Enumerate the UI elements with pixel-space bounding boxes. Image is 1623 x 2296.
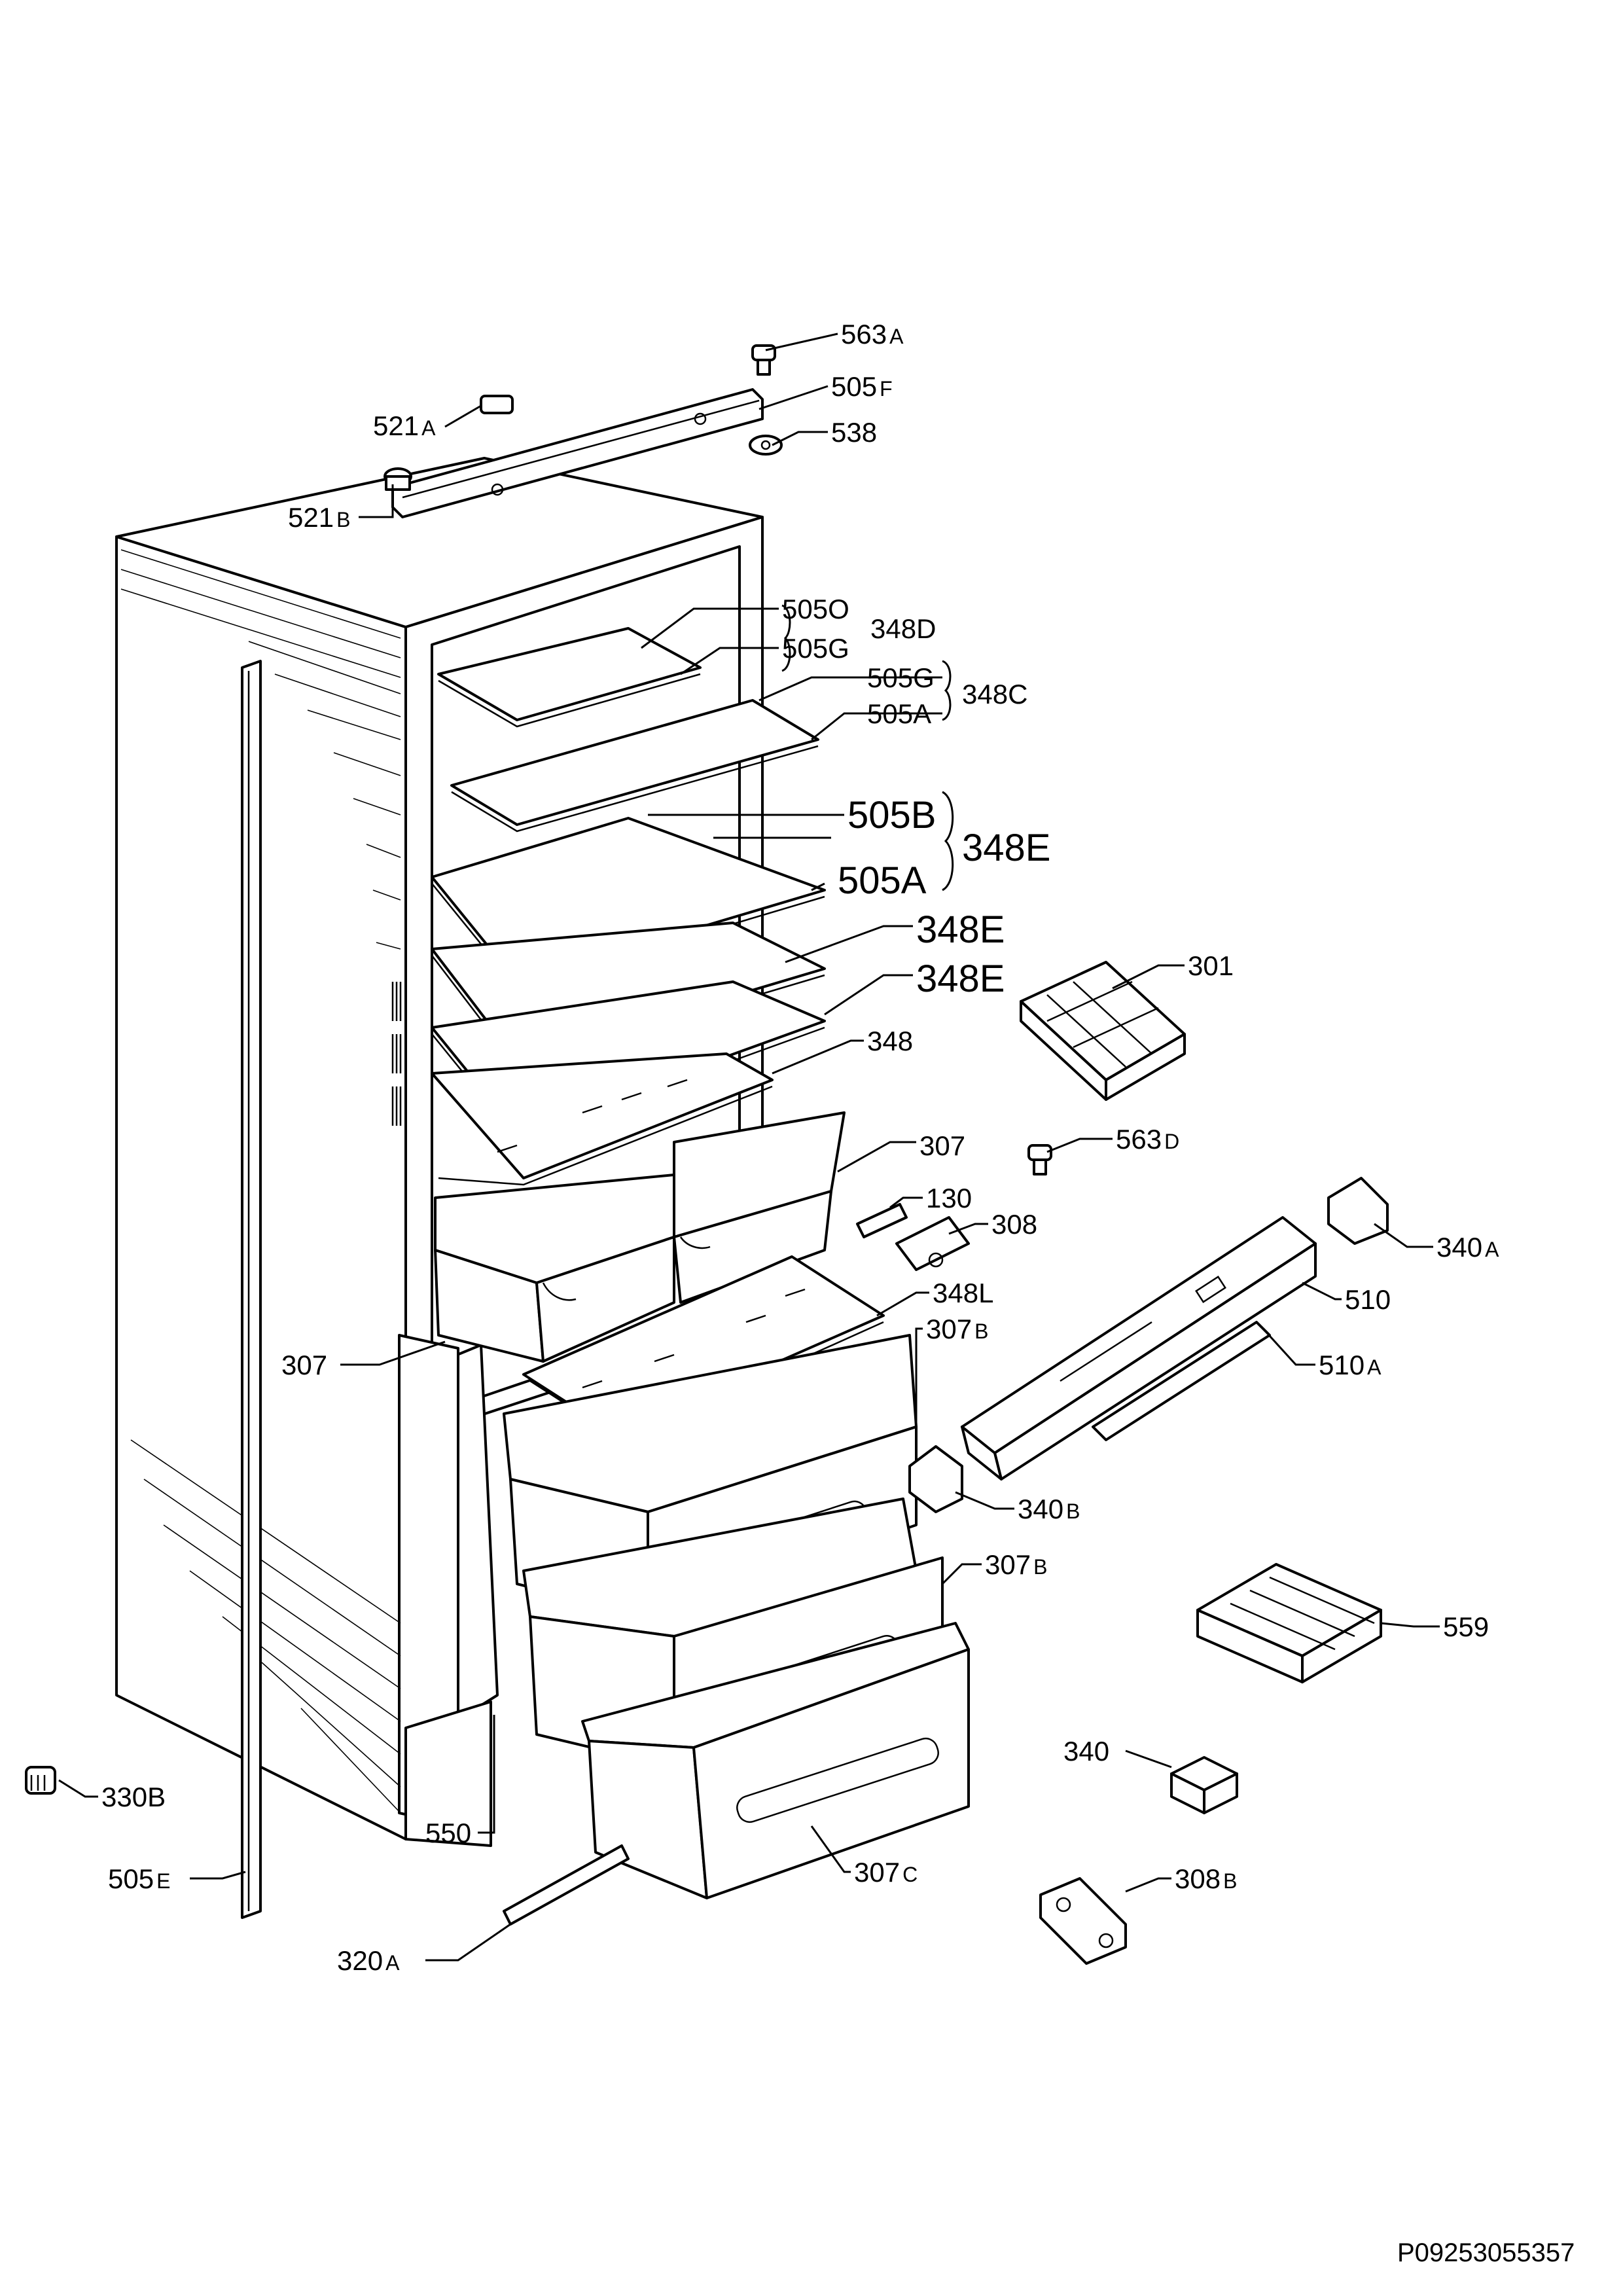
pin-563a [751,344,776,376]
label-340: 340 [1063,1736,1109,1767]
cap-521b [383,467,412,491]
label-505g-2: 505G [867,662,935,693]
hinge-308 [895,1216,970,1271]
label-348: 348 [867,1026,913,1056]
label-307-left: 307 [281,1350,327,1380]
label-538: 538 [831,417,877,448]
label-308: 308 [991,1209,1037,1240]
drawer-307c [581,1622,970,1899]
label-559: 559 [1443,1611,1489,1642]
cap-538 [749,435,783,456]
crisper-boxes-307 [434,1111,846,1363]
shelf-348c [450,699,819,833]
label-307-top: 307 [919,1130,965,1161]
control-panel-510 [961,1216,1317,1480]
label-505a-1: 505A [867,698,931,729]
document-id: P09253055357 [1397,2238,1575,2267]
label-348e-1: 348E [962,827,1050,869]
shelf-348d [437,627,702,728]
end-cap-340a [1327,1177,1389,1245]
block-340 [1170,1756,1238,1814]
rail-320a [503,1844,630,1926]
foot-330b [25,1766,56,1795]
side-panel-hatching [120,549,401,1814]
gasket-strip-505e [241,660,262,1919]
plate-130 [856,1203,908,1238]
end-cap-340b [908,1445,963,1513]
ice-tray-301 [1020,961,1186,1101]
label-505b: 505B [847,794,936,836]
label-348l: 348L [933,1278,993,1308]
label-301: 301 [1188,950,1234,981]
label-550: 550 [425,1818,471,1848]
side-vents [391,982,402,1126]
label-348e-2: 348E [916,908,1005,951]
label-348c: 348C [962,679,1027,709]
pin-563d [1027,1144,1052,1175]
grille-559 [1196,1563,1382,1683]
hinge-308b [1039,1877,1127,1965]
label-505a-2: 505A [838,859,927,902]
cap-521a [480,395,514,414]
label-130: 130 [926,1183,972,1213]
label-330b: 330B [101,1782,166,1812]
label-348e-3: 348E [916,958,1005,1000]
label-505g-1: 505G [782,633,849,664]
leader-lines [58,332,1440,1962]
label-505o: 505O [782,594,849,624]
label-348d: 348D [870,613,936,644]
label-510: 510 [1345,1284,1391,1315]
shelf-348 [431,1052,774,1186]
